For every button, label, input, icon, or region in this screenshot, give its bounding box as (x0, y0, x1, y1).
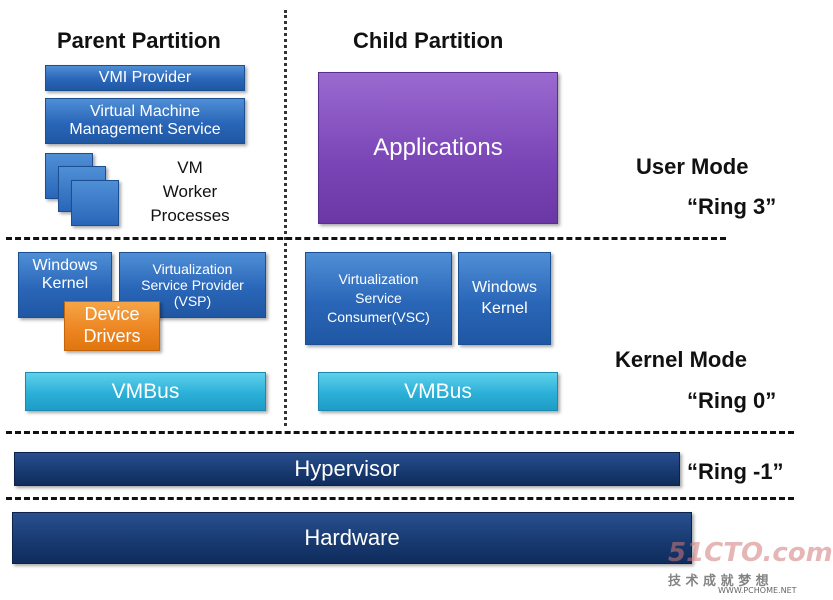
vmms-label-line1: Virtual Machine (90, 102, 200, 120)
child-partition-title: Child Partition (353, 28, 504, 53)
vmms-box: Virtual Machine Management Service (45, 98, 245, 144)
hypervisor-bar: Hypervisor (14, 452, 680, 486)
applications-box: Applications (318, 72, 558, 224)
vmi-provider-label: VMI Provider (98, 68, 192, 86)
parent-vmbus-box: VMBus (25, 372, 266, 411)
parent-partition-title: Parent Partition (57, 28, 221, 53)
watermark-site: WWW.PCHOME.NET (718, 586, 797, 595)
user-ring-label: “Ring 3” (687, 194, 777, 219)
user-mode-label: User Mode (636, 154, 749, 179)
kernel-hypervisor-separator (6, 431, 794, 434)
child-vmbus-box: VMBus (318, 372, 558, 411)
user-kernel-separator (6, 237, 726, 240)
vmi-provider-box: VMI Provider (45, 65, 245, 91)
vsc-box: Virtualization Service Consumer(VSC) (305, 252, 452, 345)
watermark-logo: 51CTO.com (668, 538, 833, 568)
vsp-box: Virtualization Service Provider (VSP) (119, 252, 266, 318)
watermark-subtitle: 技 术 成 就 梦 想 (668, 574, 769, 589)
applications-label: Applications (373, 134, 503, 161)
vm-worker-process-3 (71, 180, 119, 226)
partition-divider (284, 10, 287, 426)
hypervisor-ring-label: “Ring -1” (687, 459, 784, 484)
hardware-bar: Hardware (12, 512, 692, 564)
kernel-mode-label: Kernel Mode (615, 347, 748, 372)
hypervisor-hardware-separator (6, 497, 794, 500)
child-windows-kernel-box: Windows Kernel (458, 252, 551, 345)
vmms-label-line2: Management Service (69, 121, 221, 138)
kernel-ring-label: “Ring 0” (687, 388, 777, 413)
vm-worker-processes-label: VM Worker Processes (150, 158, 230, 225)
device-drivers-box: Device Drivers (64, 301, 160, 351)
